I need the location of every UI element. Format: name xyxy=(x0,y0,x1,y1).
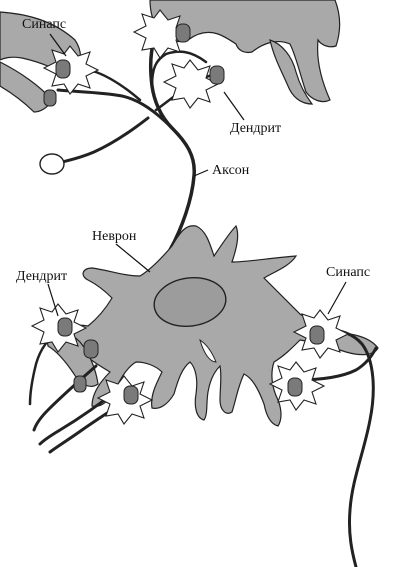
synaptic-knob-left-4 xyxy=(123,385,139,405)
club-dendrite xyxy=(60,116,150,164)
synapse-burst-top-2 xyxy=(132,9,190,59)
upper-dendrite-branch xyxy=(56,88,174,130)
label-synapse-top: Синапс xyxy=(22,17,66,32)
leader-synapse-top xyxy=(49,33,67,57)
presynaptic-terminal-left xyxy=(0,61,53,113)
nucleus xyxy=(153,277,227,327)
synaptic-knob-left-1 xyxy=(57,317,73,337)
axon-fiber xyxy=(148,20,196,252)
synapse-burst-top-1 xyxy=(42,45,100,95)
label-dendrite-top: Дендрит xyxy=(230,121,281,136)
synaptic-knob-left-3 xyxy=(73,375,87,393)
right-fiber-long xyxy=(298,327,375,567)
synaptic-knob-top-1 xyxy=(55,59,71,79)
leader-dendrite-top xyxy=(223,91,245,121)
label-axon: Аксон xyxy=(212,163,250,178)
upper-dendrite-branch-3 xyxy=(150,50,208,88)
synaptic-knob-top-4 xyxy=(209,65,225,85)
synaptic-knob-right-2 xyxy=(287,377,303,397)
leader-neuron xyxy=(115,243,151,273)
synaptic-knob-left-2 xyxy=(83,339,99,359)
label-dendrite-left: Дендрит xyxy=(16,269,67,284)
leader-synapse-right xyxy=(327,281,347,315)
synaptic-knob-top-2 xyxy=(43,89,57,107)
label-synapse-right: Синапс xyxy=(326,265,370,280)
right-fiber-short xyxy=(294,346,378,382)
synapse-burst-top-3 xyxy=(162,59,220,109)
lower-left-fiber-1 xyxy=(32,364,98,432)
cell-body-gap xyxy=(199,338,217,363)
leader-axon xyxy=(193,169,209,177)
leader-dendrite-left xyxy=(47,283,59,317)
club-dendrite-tip xyxy=(39,153,65,175)
presynaptic-process-right xyxy=(269,39,314,105)
synaptic-knob-top-3 xyxy=(175,23,191,43)
label-neuron: Неврон xyxy=(92,229,137,244)
synaptic-knob-right-1 xyxy=(309,325,325,345)
